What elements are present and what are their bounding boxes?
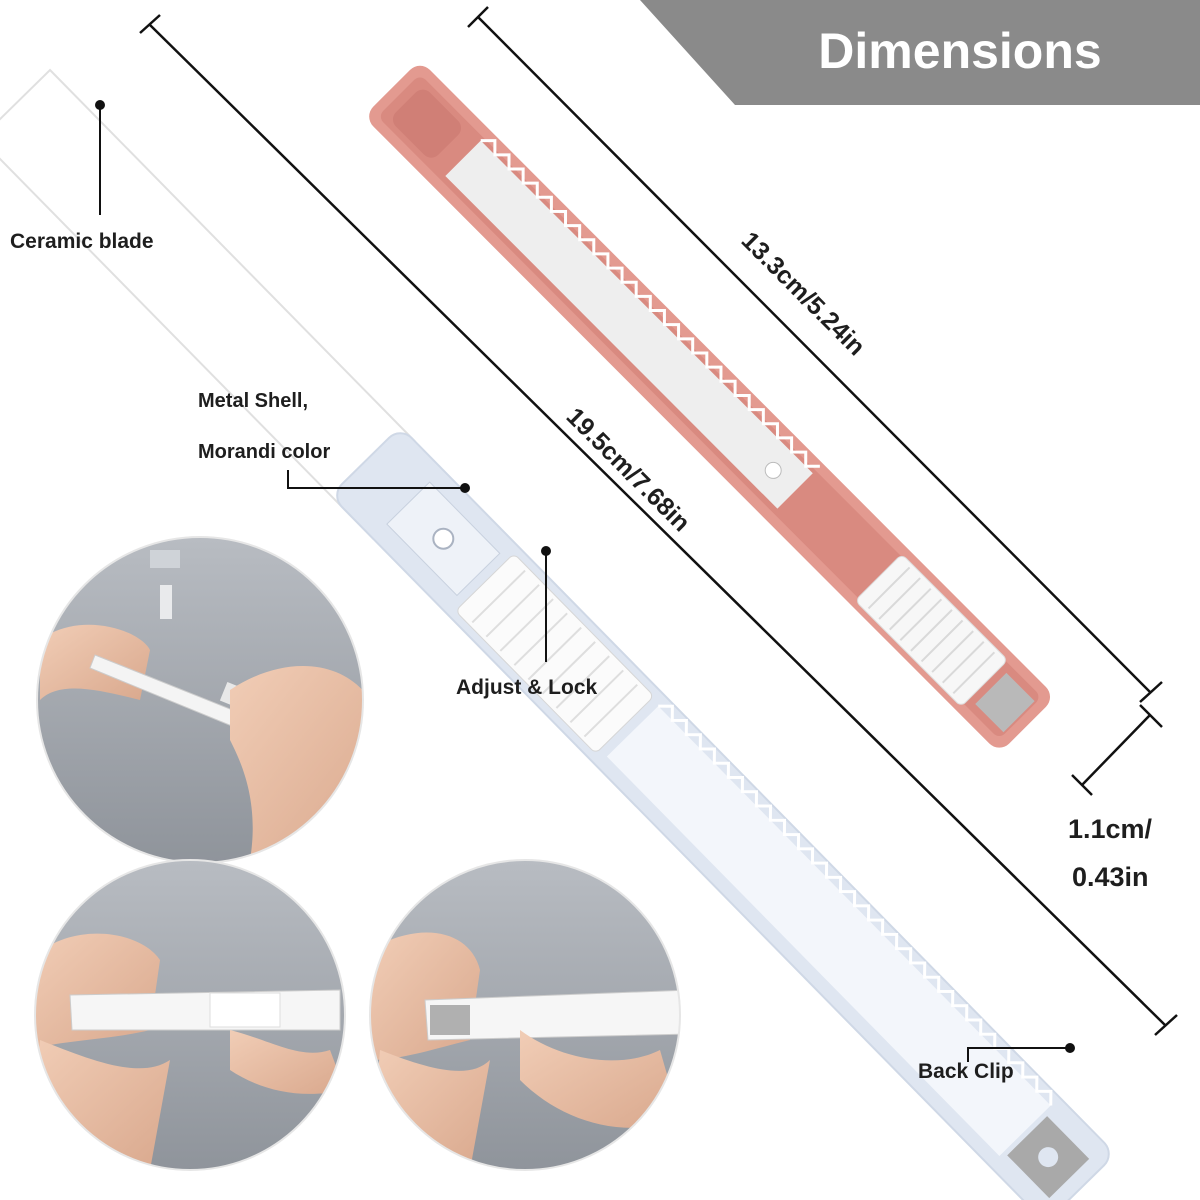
usage-photo-release [37,537,363,863]
pink-cutter [369,65,1051,748]
back-clip-callout [967,1043,1075,1062]
back-clip-label: Back Clip [918,1060,1014,1083]
ceramic-blade-callout [95,100,105,215]
width-label-line1: 1.1cm/ [1068,814,1153,844]
usage-photo-slide [35,860,345,1170]
dimensions-banner [640,0,1200,105]
dimension-line-body [467,6,1163,703]
adjust-lock-callout [541,546,551,662]
blue-cutter [0,68,1110,1200]
dimension-line-width [1071,704,1163,796]
ceramic-blade-label: Ceramic blade [10,230,154,253]
adjust-lock-label: Adjust & Lock [456,676,597,699]
metal-shell-label-line1: Metal Shell, [198,390,308,412]
metal-shell-callout [287,470,470,493]
width-label-line2: 0.43in [1072,862,1149,892]
dimension-line-overall [139,14,1178,1036]
banner-title: Dimensions [818,23,1101,79]
usage-photo-replace [370,860,680,1170]
metal-shell-label-line2: Morandi color [198,441,330,463]
body-length-label: 13.3cm/5.24in [736,226,871,361]
